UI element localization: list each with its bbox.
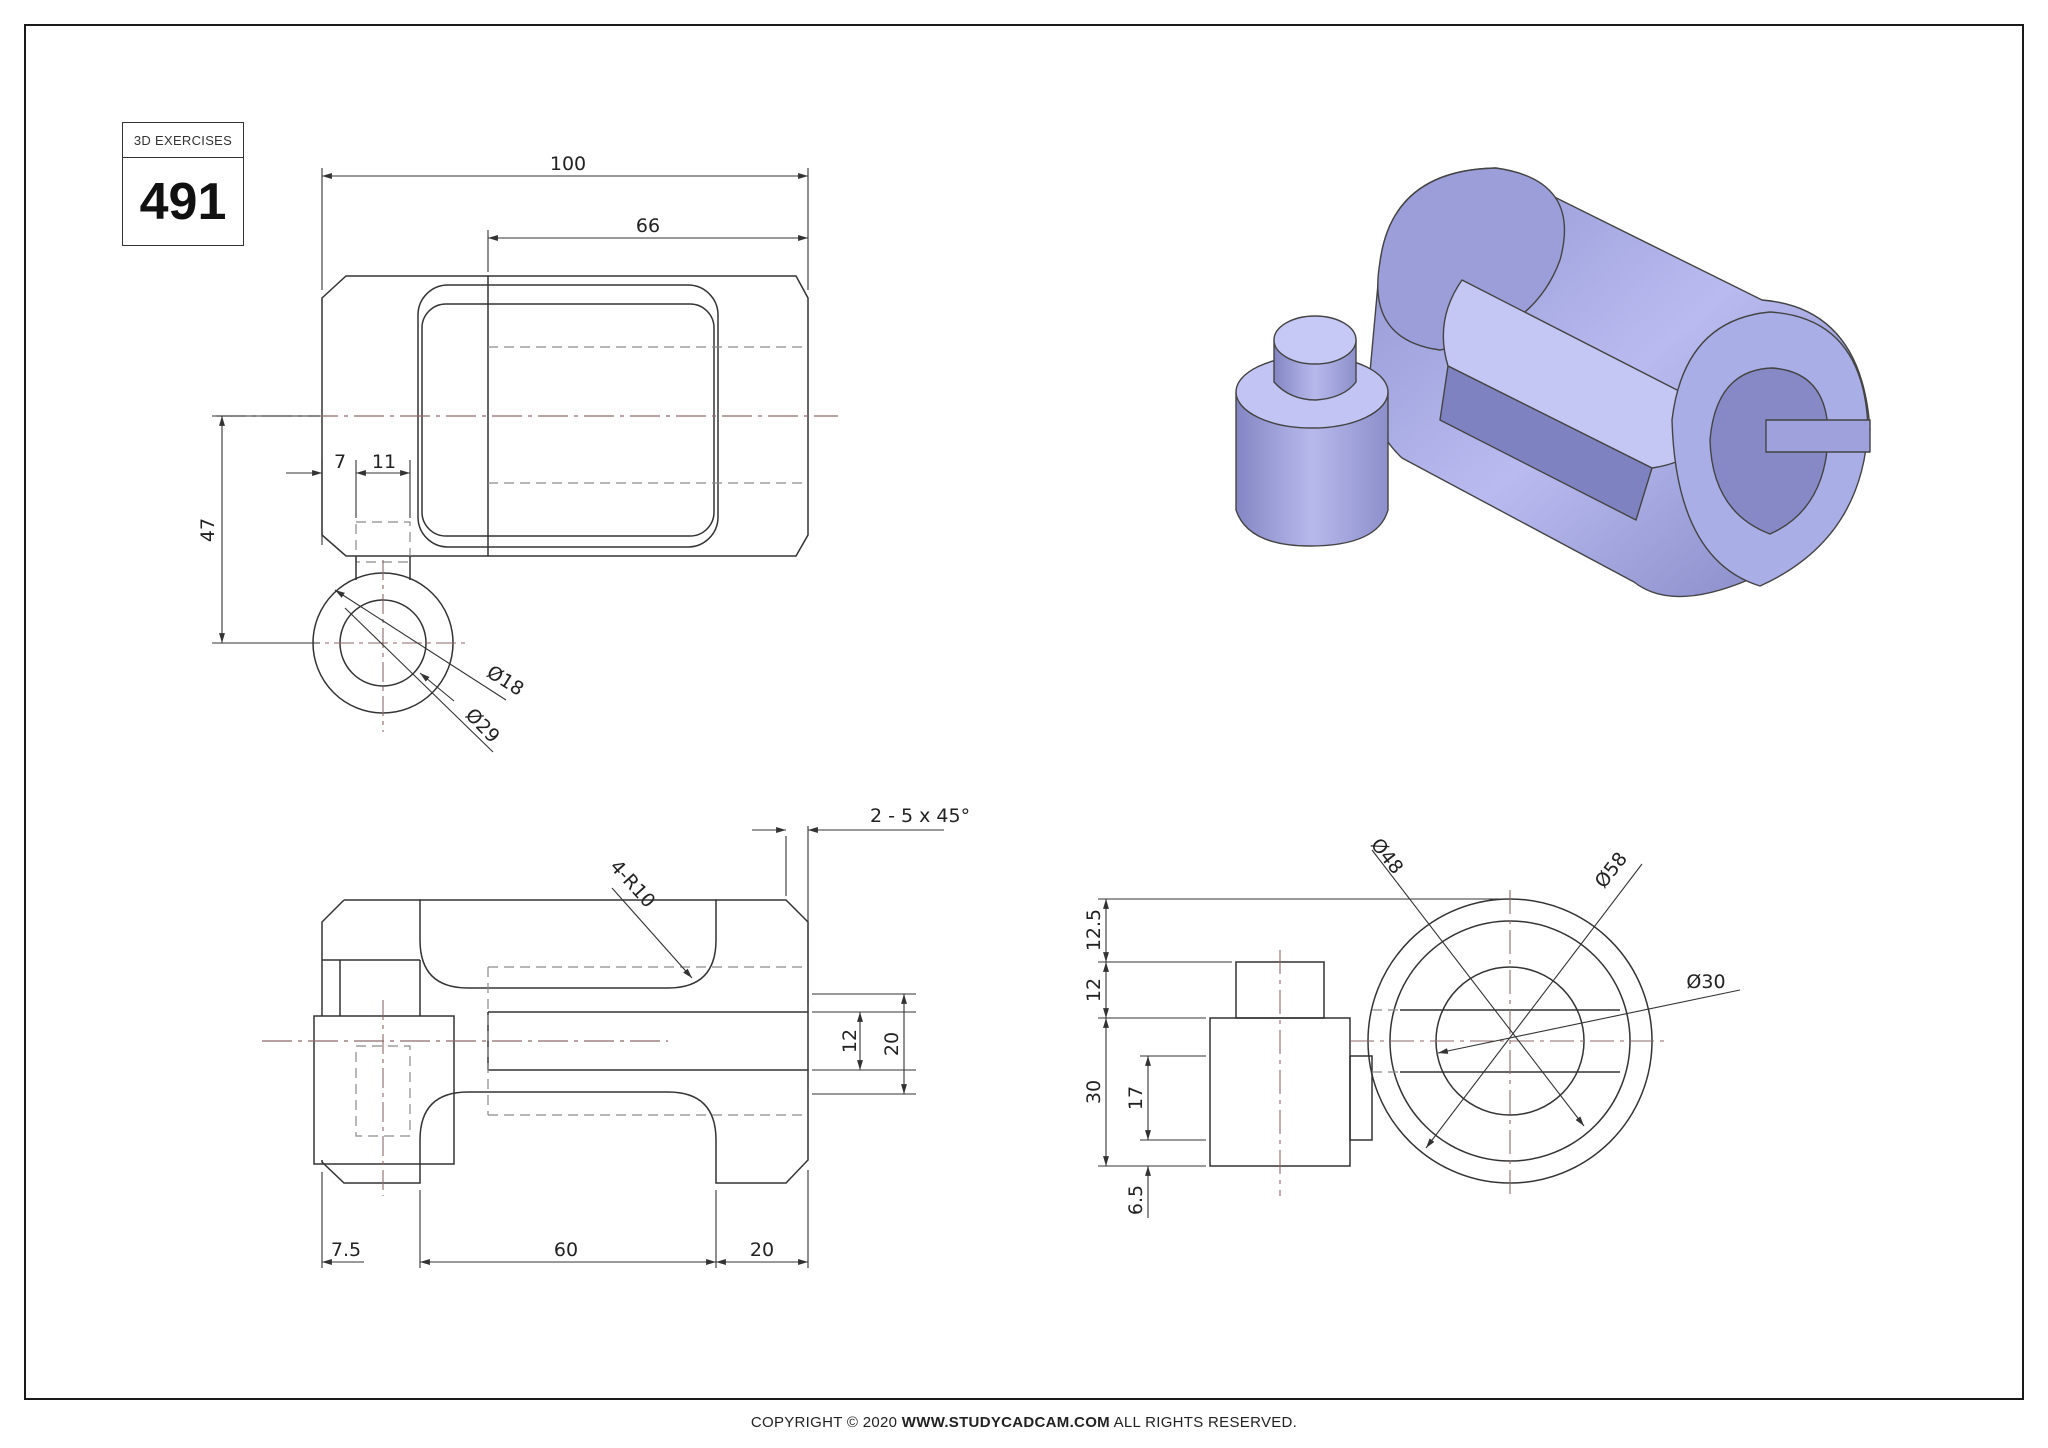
dim-boss-outer-dia: Ø29 bbox=[461, 704, 504, 747]
isometric-model bbox=[1235, 167, 1871, 598]
dim-boss-height: 30 bbox=[1083, 1080, 1105, 1104]
rights-text: ALL RIGHTS RESERVED. bbox=[1113, 1414, 1298, 1431]
dim-body-band: 20 bbox=[881, 1032, 903, 1056]
front-view-lower-body bbox=[321, 1069, 809, 1184]
copyright-footer: COPYRIGHT © 2020 WWW.STUDYCADCAM.COM ALL… bbox=[0, 1414, 2048, 1431]
front-view-boss bbox=[313, 1015, 455, 1165]
dim-top-gap: 12.5 bbox=[1083, 909, 1105, 951]
front-view-hidden-lines bbox=[355, 966, 808, 1137]
top-view-hidden-lines bbox=[355, 346, 808, 563]
top-view-body bbox=[321, 275, 809, 557]
dim-fillet: 4-R10 bbox=[605, 856, 659, 913]
dim-boss-width: 11 bbox=[372, 451, 396, 473]
dim-slot-width: 12 bbox=[839, 1029, 861, 1053]
dim-boss-center-height: 47 bbox=[197, 518, 219, 542]
model-pin-top bbox=[1273, 315, 1357, 365]
side-view-dimensions bbox=[1098, 849, 1741, 1218]
dim-end-length: 20 bbox=[750, 1239, 774, 1261]
front-view bbox=[262, 899, 809, 1196]
model-boss-cylinder bbox=[1235, 391, 1389, 547]
dim-left-offset: 7.5 bbox=[331, 1239, 361, 1261]
side-view-centerlines bbox=[1279, 890, 1670, 1200]
side-view-neck bbox=[1349, 1055, 1373, 1141]
copyright-text: COPYRIGHT © 2020 bbox=[750, 1414, 898, 1431]
exercise-badge: 3D EXERCISES 491 bbox=[122, 122, 244, 246]
top-view-dimensions bbox=[212, 168, 809, 753]
dim-chamfer: 2 - 5 x 45° bbox=[870, 805, 970, 827]
dim-slot-length-top: 66 bbox=[636, 215, 660, 237]
dim-bottom-gap: 6.5 bbox=[1125, 1185, 1147, 1215]
website-link[interactable]: WWW.STUDYCADCAM.COM bbox=[901, 1414, 1110, 1431]
dim-pin-height: 12 bbox=[1083, 978, 1105, 1002]
top-view-slot-inner bbox=[421, 303, 715, 537]
side-view bbox=[1209, 890, 1670, 1200]
top-view bbox=[216, 275, 838, 732]
badge-number: 491 bbox=[139, 173, 227, 231]
model-back-flange bbox=[1377, 167, 1566, 351]
front-view-left-chamfer-top bbox=[321, 899, 345, 1016]
dim-boss-inner-height: 17 bbox=[1125, 1086, 1147, 1110]
dim-inner-dia: Ø30 bbox=[1686, 971, 1725, 993]
boss-centerlines bbox=[300, 560, 470, 732]
side-view-hidden-lines bbox=[1372, 1009, 1400, 1073]
dim-boss-inner-dia: Ø18 bbox=[483, 661, 528, 700]
front-view-dimensions bbox=[321, 826, 944, 1268]
dim-boss-offset: 7 bbox=[334, 451, 346, 473]
dim-slot-length: 60 bbox=[554, 1239, 578, 1261]
model-slot-floor bbox=[1439, 365, 1653, 521]
dim-overall-length: 100 bbox=[550, 153, 586, 175]
badge-category: 3D EXERCISES bbox=[123, 123, 243, 158]
front-view-upper-body bbox=[344, 899, 809, 1013]
model-front-slot bbox=[1765, 419, 1871, 453]
dim-bore-dia: Ø48 bbox=[1366, 834, 1407, 878]
drawing-frame bbox=[24, 24, 2024, 1400]
